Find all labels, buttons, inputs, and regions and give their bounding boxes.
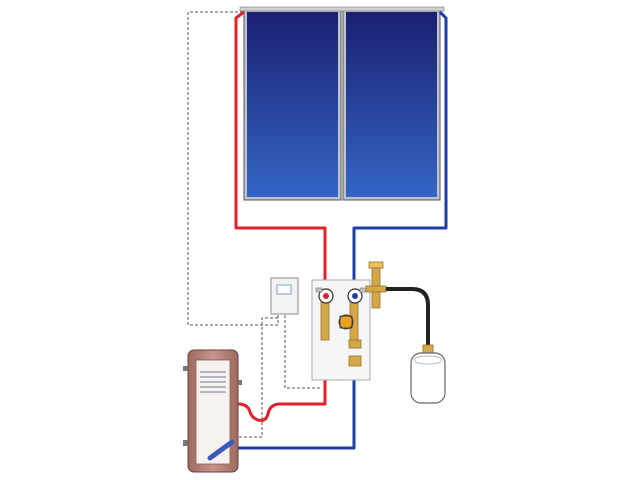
expansion-vessel-icon <box>410 344 446 404</box>
pump-station-icon <box>311 279 371 381</box>
solar-panel-array <box>239 6 445 201</box>
solar-panel-icon <box>342 8 441 201</box>
expansion-hose <box>386 287 430 345</box>
solar-panel-icon <box>243 8 342 201</box>
sensor-wiring <box>187 11 320 438</box>
controller-icon <box>270 277 299 315</box>
storage-tank-icon <box>183 349 242 473</box>
supply-pipe <box>234 10 327 422</box>
